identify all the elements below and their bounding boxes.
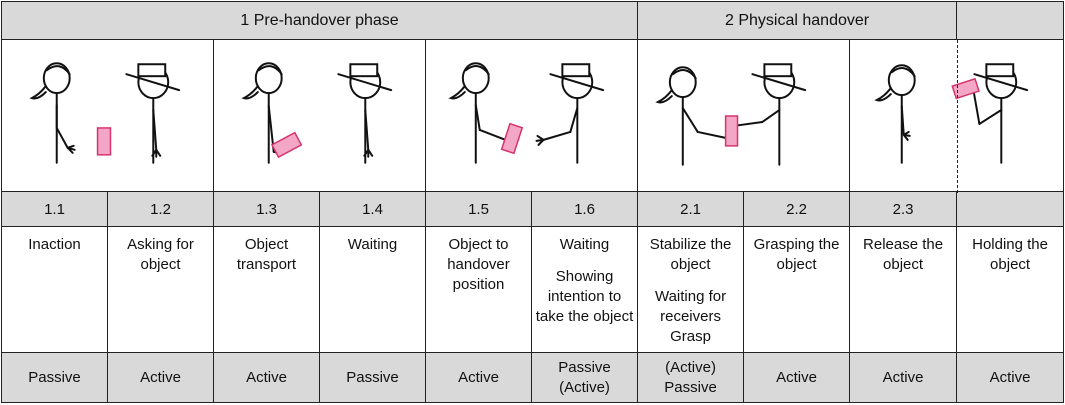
step-id: 1.5 [425,191,532,227]
step-id: 1.4 [319,191,426,227]
object-icon [724,115,739,147]
step-description: Asking for object [107,226,214,353]
step-description: Holding the object [956,226,1065,353]
phase-1-header: 1 Pre-handover phase [0,1,639,40]
step-description: Release the object [849,226,958,353]
step-id: 2.3 [849,191,958,227]
illustration-row [1,39,1065,192]
description-text: Release the object [863,236,944,273]
step-role: Active [107,352,214,403]
scene-position-showing [448,62,605,164]
scene-inaction-asking [29,62,181,164]
step-role: Passive [1,352,108,403]
object-icon [951,77,980,100]
description-text: Stabilize the object [649,236,732,273]
description-text: Inaction [28,236,81,253]
object-icon [96,127,112,156]
step-role: Active [956,352,1065,403]
phase-3-header [956,1,1065,40]
description-text: Waiting [347,236,398,253]
description-text: Holding the object [972,236,1048,273]
description-secondary-text: Showing intention to take the object [535,268,634,325]
scene-stabilize-grasp [655,63,807,166]
step-role: Passive [319,352,426,403]
step-id: 2.1 [637,191,745,227]
step-id [956,191,1065,227]
step-id: 1.2 [107,191,214,227]
scene-1 [1,39,214,192]
scene-transport-waiting [241,62,393,164]
scene-5 [849,39,1065,192]
phase-header-row: 1 Pre-handover phase 2 Physical handover [0,1,1065,40]
description-text: Grasping the object [753,236,840,273]
description-text: Object to handover position [447,236,510,293]
description-text: Asking for object [127,236,194,273]
step-description: Object to handover position [425,226,532,353]
step-description: Waiting Showing intention to take the ob… [530,226,639,353]
step-id: 2.2 [743,191,851,227]
step-role: Active [743,352,851,403]
scene-4 [637,39,851,192]
step-id-row: 1.1 1.2 1.3 1.4 1.5 1.6 2.1 2.2 2.3 [1,191,1065,227]
step-id: 1.6 [530,191,639,227]
description-text: Waiting [559,236,610,253]
step-role: Passive (Active) [530,352,639,403]
step-description-row: Inaction Asking for object Object transp… [1,226,1065,353]
description-secondary-text: Waiting for receivers Grasp [654,288,727,345]
step-role: Active [849,352,958,403]
role-row: Passive Active Active Passive Active Pas… [1,352,1065,403]
step-description: Grasping the object [743,226,851,353]
object-icon [500,122,524,155]
step-id: 1.1 [1,191,108,227]
step-description: Stabilize the object Waiting for receive… [637,226,745,353]
scene-2 [213,39,426,192]
description-text: Object transport [236,236,297,273]
object-icon [270,131,303,159]
step-description: Waiting [319,226,426,353]
dashed-divider [957,40,958,193]
step-id: 1.3 [213,191,320,227]
phase-2-header: 2 Physical handover [637,1,958,40]
step-role: Active [213,352,320,403]
step-role: Active [425,352,532,403]
scene-3 [424,39,639,192]
step-role: (Active) Passive [637,352,745,403]
step-description: Object transport [213,226,320,353]
step-description: Inaction [1,226,108,353]
scene-release-holding [874,63,1029,164]
